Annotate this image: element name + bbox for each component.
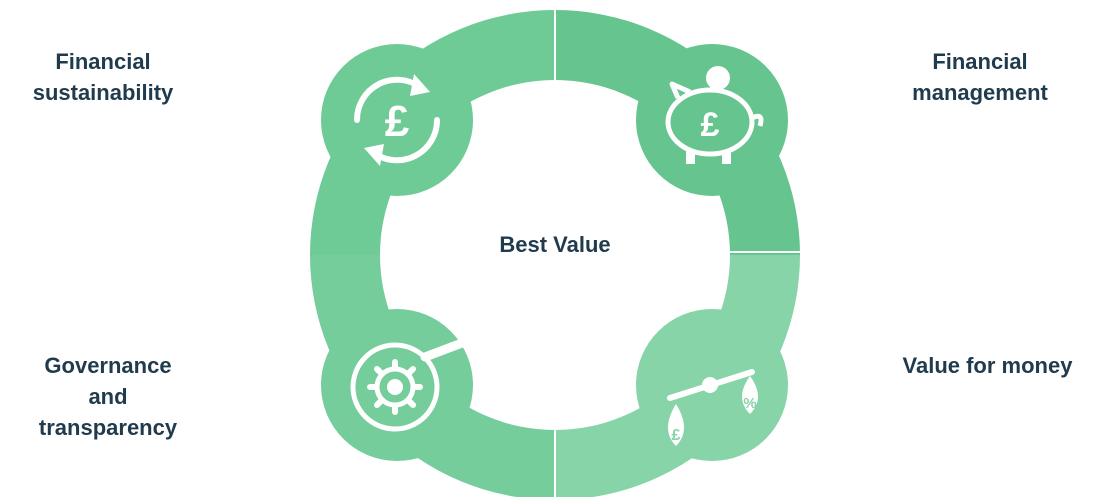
label-line: Governance [44, 353, 172, 378]
svg-text:£: £ [672, 427, 681, 444]
label-line: management [912, 80, 1048, 105]
gear-magnifier-icon [350, 335, 475, 432]
disc-financial-sustainability [321, 44, 473, 196]
piggy-bank-icon: £ [665, 66, 764, 164]
label-financial-sustainability: Financial sustainability [18, 46, 188, 108]
label-line: Value for money [902, 353, 1073, 378]
label-value-for-money: Value for money [870, 350, 1105, 381]
disc-financial-management [636, 44, 788, 196]
label-line: transparency [38, 415, 178, 440]
center-title: Best Value [499, 232, 611, 257]
label-line: and [88, 384, 128, 409]
label-financial-management: Financial management [880, 46, 1080, 108]
label-governance-and-transparency: Governance and transparency [8, 350, 208, 443]
ring-segment-financial-management [555, 10, 800, 255]
label-line: Financial [932, 49, 1028, 74]
label-line: sustainability [32, 80, 174, 105]
svg-text:£: £ [701, 106, 720, 144]
label-line: Financial [55, 49, 151, 74]
ring-segment-financial-sustainability [310, 10, 555, 255]
svg-text:%: % [743, 395, 756, 412]
svg-text:£: £ [385, 97, 410, 146]
scales-icon: £ % [667, 369, 758, 446]
pound-cycle-icon: £ [353, 74, 441, 166]
